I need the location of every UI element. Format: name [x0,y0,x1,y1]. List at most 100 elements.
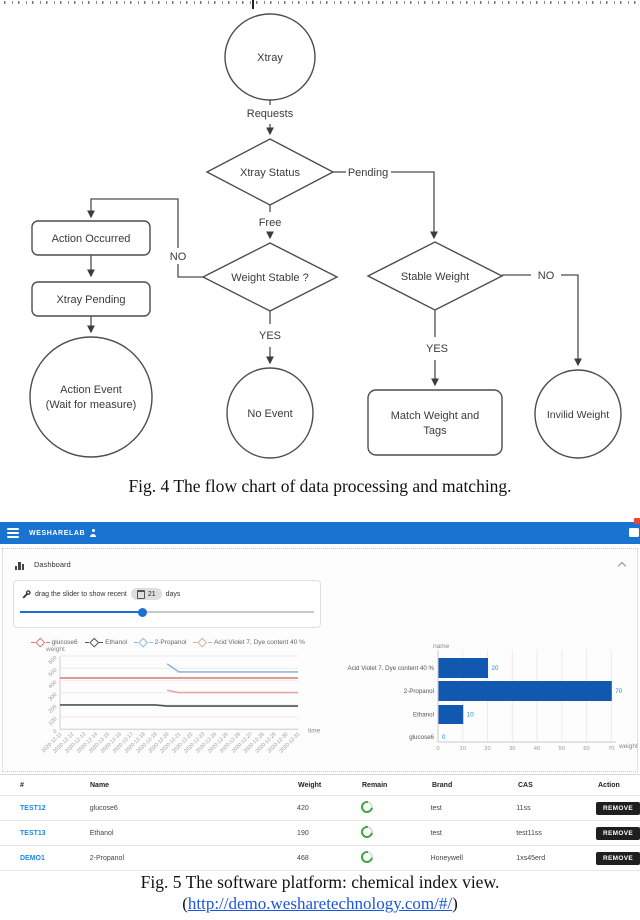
flow-node-stable-weight [366,241,504,311]
legend-line [134,641,139,643]
cropped-text-remnant [252,0,254,9]
cell-action: REMOVE [596,851,640,865]
legend-item[interactable]: Ethanol [84,637,127,647]
bar-x-tick-label: 70 [608,746,614,752]
bar-category-label: Acid Violet 7, Dye content 40 % [347,665,434,672]
green-progress-ring-icon [358,848,376,866]
node-label-action-event-1: Action Event [60,384,122,396]
fig5-caption: Fig. 5 The software platform: chemical i… [140,872,500,892]
y-tick-label: 100 [48,716,59,727]
bar-value-label: 70 [615,688,622,695]
column-header-action: Action [598,781,620,789]
bar-2-Propanol [438,681,612,701]
slider-label-row: drag the slider to show recent 21 days [22,588,180,600]
flow-node-xtray-pending [31,281,151,317]
bar-x-tick-label: 30 [509,746,515,752]
node-label-stable-weight: Stable Weight [401,271,469,283]
cell-brand: test [430,829,442,837]
series-line-Acid Violet 7, Dye content 40 % [166,689,298,694]
legend-item[interactable]: Acid Violet 7, Dye content 40 % [193,637,305,647]
flow-node-xtray [224,13,316,101]
remove-button[interactable]: REMOVE [596,851,640,865]
paren: ( [182,894,188,913]
cell-id[interactable]: DEMO1 [20,854,45,862]
remove-button[interactable]: REMOVE [596,801,640,815]
green-progress-ring-icon [358,823,376,841]
edge-label-yes-left: YES [259,330,281,342]
days-value: 21 [147,590,156,598]
cell-weight: 190 [297,829,309,837]
series-line-2-Propanol [166,663,298,673]
slider-fill [20,611,142,613]
slider-thumb[interactable] [138,607,147,617]
cell-name: Ethanol [89,829,114,837]
column-header-brand: Brand [432,781,453,789]
legend-label: glucose6 [51,638,78,646]
cell-action: REMOVE [596,801,640,815]
column-header-cas: CAS [518,781,533,789]
collapse-caret-icon[interactable] [617,561,627,571]
edge-label-yes-right: YES [426,343,448,355]
y-tick-label: 600 [48,655,59,666]
bar-axis-title: name [433,643,450,650]
chart-legend: glucose6 Ethanol 2-Propanol Acid Violet 7, … [3,630,333,648]
node-label-action-event-2: (Wait for measure) [46,399,137,411]
y-tick-label: 400 [48,680,59,691]
flowchart-fig4: Xtray Xtray Status Weight Stable ? Stabl… [29,13,622,459]
slider-card: drag the slider to show recent 21 days [13,580,321,628]
y-tick-label: 500 [48,667,59,678]
flow-node-weight-stable [201,242,339,312]
x-axis-title: time [308,727,321,734]
dashboard-header-row[interactable]: Dashboard [15,559,627,573]
fig5-caption-link-line: (http://demo.wesharetechnology.com/#/) [0,894,640,914]
slider-instruction: drag the slider to show recent [35,590,127,598]
bar-x-axis-title: weight [618,743,638,750]
edge-pending-stableweight [391,171,438,240]
bar-chart-icon [15,561,26,570]
legend-item[interactable]: glucose6 [31,637,78,647]
notification-badge [634,518,640,524]
edge-label-no-left: NO [170,251,187,263]
flow-node-action-event [29,336,153,458]
cell-remain [358,823,431,841]
legend-label: 2-Propanol [154,638,187,646]
bar-category-label: glucose6 [409,734,434,741]
bar-Ethanol [438,705,464,724]
bar-x-tick-label: 60 [583,746,589,752]
cell-remain [358,798,431,816]
days-chip[interactable]: 21 [130,588,162,600]
bar-x-tick-label: 50 [559,746,565,752]
demo-link[interactable]: http://demo.wesharetechnology.com/#/ [187,894,453,913]
legend-item[interactable]: 2-Propanol [134,637,187,647]
cell-id[interactable]: TEST12 [20,804,46,812]
cell-brand: Honeywell [430,854,463,862]
column-header-name: Name [90,781,110,789]
edge-weightstable-no-1 [177,264,203,278]
node-label-xtray-pending: Xtray Pending [56,294,125,306]
legend-line [193,641,198,643]
menu-icon[interactable] [7,528,19,538]
edge-stableweight-no-2 [561,274,582,367]
edge-weightstable-no-2 [87,198,179,248]
cell-id[interactable]: TEST13 [20,829,46,837]
flag-icon[interactable] [629,528,639,537]
weight-line-chart: weight60050040030020010002020-12-112020-… [41,646,321,754]
user-icon[interactable] [89,529,97,537]
remove-button[interactable]: REMOVE [596,826,640,840]
flow-node-match-weight [367,389,503,456]
column-header-id: # [20,781,24,789]
node-label-match-weight-2: Tags [423,425,447,437]
calendar-icon [136,589,145,599]
bar-value-label: 20 [492,665,499,672]
column-header-remain: Remain [362,781,388,789]
bar-x-tick-label: 0 [436,746,439,752]
node-label-match-weight-1: Match Weight and [391,410,479,422]
y-axis-title: weight [45,646,65,653]
slider-track[interactable] [20,607,314,617]
bar-value-label: 10 [467,712,474,719]
notification-area[interactable] [626,518,640,544]
